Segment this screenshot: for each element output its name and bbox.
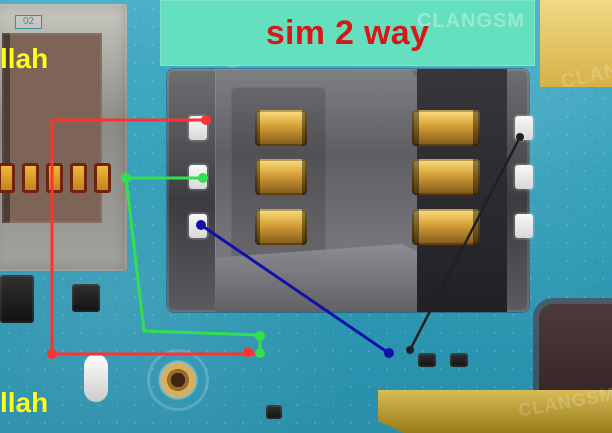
- green-trace-point: [198, 173, 208, 183]
- gold-strip-top-right: [540, 0, 612, 87]
- sim-contact: [412, 110, 480, 146]
- left-pad: [0, 163, 15, 193]
- left-chip: [0, 275, 34, 323]
- black-trace-point: [516, 133, 524, 141]
- left-contact-pads: [0, 163, 113, 197]
- sim-contact: [255, 209, 307, 245]
- green-trace: [124, 176, 262, 356]
- banner-watermark: CLANGSM: [416, 10, 525, 32]
- sim-contact: [412, 159, 480, 195]
- blue-trace-point: [196, 220, 206, 230]
- green-trace-point: [255, 348, 265, 358]
- page-title: sim 2 way: [265, 13, 430, 52]
- sim-cover-plate: [215, 69, 429, 312]
- red-trace-point: [243, 347, 253, 357]
- test-point: [515, 214, 533, 238]
- left-pad: [70, 163, 87, 193]
- white-component: [84, 354, 108, 402]
- black-trace-point: [406, 346, 414, 354]
- module-tag: 02: [15, 15, 42, 29]
- left-label-top: llah: [0, 43, 49, 74]
- tiny-chip: [266, 405, 282, 419]
- red-trace-point: [47, 349, 57, 359]
- left-pad: [22, 163, 39, 193]
- tiny-chip: [450, 353, 468, 367]
- sim-contact: [255, 159, 307, 195]
- screw-hole: [150, 352, 206, 408]
- blue-trace-point: [384, 348, 394, 358]
- black-trace: [408, 135, 522, 352]
- left-pad: [46, 163, 63, 193]
- test-point: [515, 165, 533, 189]
- green-trace-point: [255, 331, 265, 341]
- tiny-chip: [418, 353, 436, 367]
- blue-trace: [199, 223, 392, 356]
- small-chip: [72, 284, 100, 312]
- left-pad: [94, 163, 111, 193]
- red-trace: [50, 118, 256, 356]
- left-label-bottom: llah: [0, 387, 49, 418]
- red-trace-point: [201, 115, 211, 125]
- gold-edge-bottom: [378, 390, 612, 433]
- sim-contact: [255, 110, 307, 146]
- green-trace-point: [121, 173, 131, 183]
- title-banner: CLANGSM sim 2 way: [160, 0, 535, 66]
